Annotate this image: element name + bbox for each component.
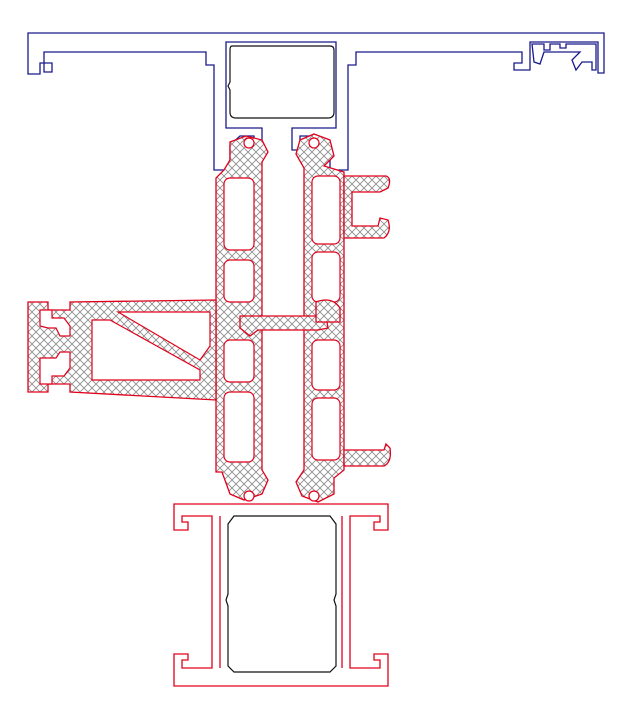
top-glazing-insert <box>227 45 335 119</box>
receptor-top-hook <box>343 175 391 239</box>
receptor-bottom-hook <box>343 442 392 467</box>
top-cap-clip-detail <box>531 43 597 72</box>
right-cavity-3 <box>311 339 341 391</box>
top-cap-profile <box>27 32 605 171</box>
screw-port-top-left <box>243 137 255 149</box>
receptor-centre-bump <box>315 299 341 323</box>
transom-end-slot-top <box>39 309 71 337</box>
bottom-channel-profile <box>173 503 389 687</box>
screw-port-bottom-left <box>243 490 255 502</box>
bottom-glazing-insert <box>225 515 337 673</box>
left-cavity-1 <box>223 177 255 251</box>
right-cavity-4 <box>311 397 341 461</box>
screw-port-bottom-right <box>308 490 320 502</box>
right-receptor-channel <box>315 175 392 467</box>
right-cavity-2 <box>311 251 341 303</box>
mullion-core <box>215 133 345 503</box>
left-transom-arm <box>27 299 217 401</box>
left-cavity-2 <box>223 259 255 303</box>
left-cavity-4 <box>223 391 255 463</box>
transom-end-slot-bottom <box>39 351 71 385</box>
transom-triangle-chamber <box>115 311 211 361</box>
left-cavity-3 <box>223 339 255 383</box>
screw-port-top-right <box>308 137 320 149</box>
transom-main-chamber <box>91 319 201 381</box>
right-cavity-1 <box>311 175 341 245</box>
